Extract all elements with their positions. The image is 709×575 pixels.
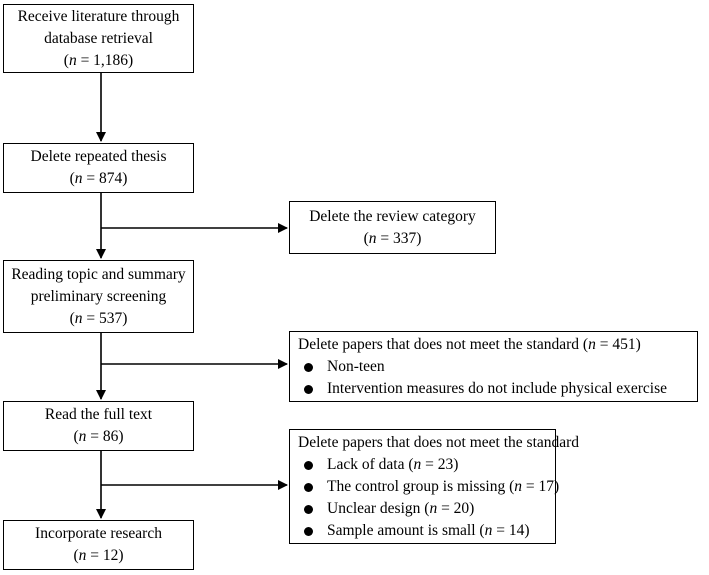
bullet-icon [304,384,313,394]
preliminary-screening-count: (n = 537) [69,309,128,327]
list-item-text: Intervention measures do not include phy… [327,380,668,397]
incorporate-research-count: (n = 12) [73,547,124,564]
list-item-text: Unclear design (n = 20) [327,500,475,517]
retrieval-box-line2: database retrieval [44,29,153,47]
list-item: Lack of data (n = 23) [298,454,547,476]
repeated-thesis-box: Delete repeated thesis (n = 874) [3,143,194,193]
bullet-icon [304,460,313,470]
list-item-text: The control group is missing (n = 17) [327,478,560,495]
bullet-icon [304,362,313,372]
list-item: Non-teen [298,356,689,378]
list-item-text: Lack of data (n = 23) [327,456,459,473]
retrieval-box: Receive literature through database retr… [3,4,194,73]
repeated-thesis-label: Delete repeated thesis [30,148,167,165]
list-item: The control group is missing (n = 17) [298,476,559,498]
retrieval-box-count: (n = 1,186) [63,51,134,69]
bullet-icon [304,482,313,492]
incorporate-research-box: Incorporate research (n = 12) [3,520,194,570]
standard-criteria-box-2: Delete papers that does not meet the sta… [289,429,580,544]
list-item: Unclear design (n = 20) [298,498,547,520]
bullet-icon [304,504,313,514]
review-category-box: Delete the review category (n = 337) [289,201,496,254]
preliminary-screening-line1: Reading topic and summary [11,265,186,283]
list-item-text: Non-teen [327,358,385,375]
standard-criteria-2-title: Delete papers that does not meet the sta… [298,434,580,451]
full-text-label: Read the full text [44,406,153,423]
list-item: Sample amount is small (n = 14) [298,520,547,542]
full-text-count: (n = 86) [73,428,124,445]
standard-criteria-box-1: Delete papers that does not meet the sta… [289,331,698,402]
bullet-icon [304,526,313,536]
preliminary-screening-line2: preliminary screening [30,287,167,305]
review-category-count: (n = 337) [363,229,422,247]
standard-criteria-1-title: Delete papers that does not meet the sta… [298,336,641,353]
list-item: Intervention measures do not include phy… [298,378,689,400]
preliminary-screening-box: Reading topic and summary preliminary sc… [3,260,194,333]
full-text-box: Read the full text (n = 86) [3,401,194,451]
incorporate-research-label: Incorporate research [35,525,162,542]
retrieval-box-line1: Receive literature through [17,7,180,25]
repeated-thesis-count: (n = 874) [69,170,128,187]
review-category-label: Delete the review category [309,207,476,225]
list-item-text: Sample amount is small (n = 14) [327,522,530,539]
